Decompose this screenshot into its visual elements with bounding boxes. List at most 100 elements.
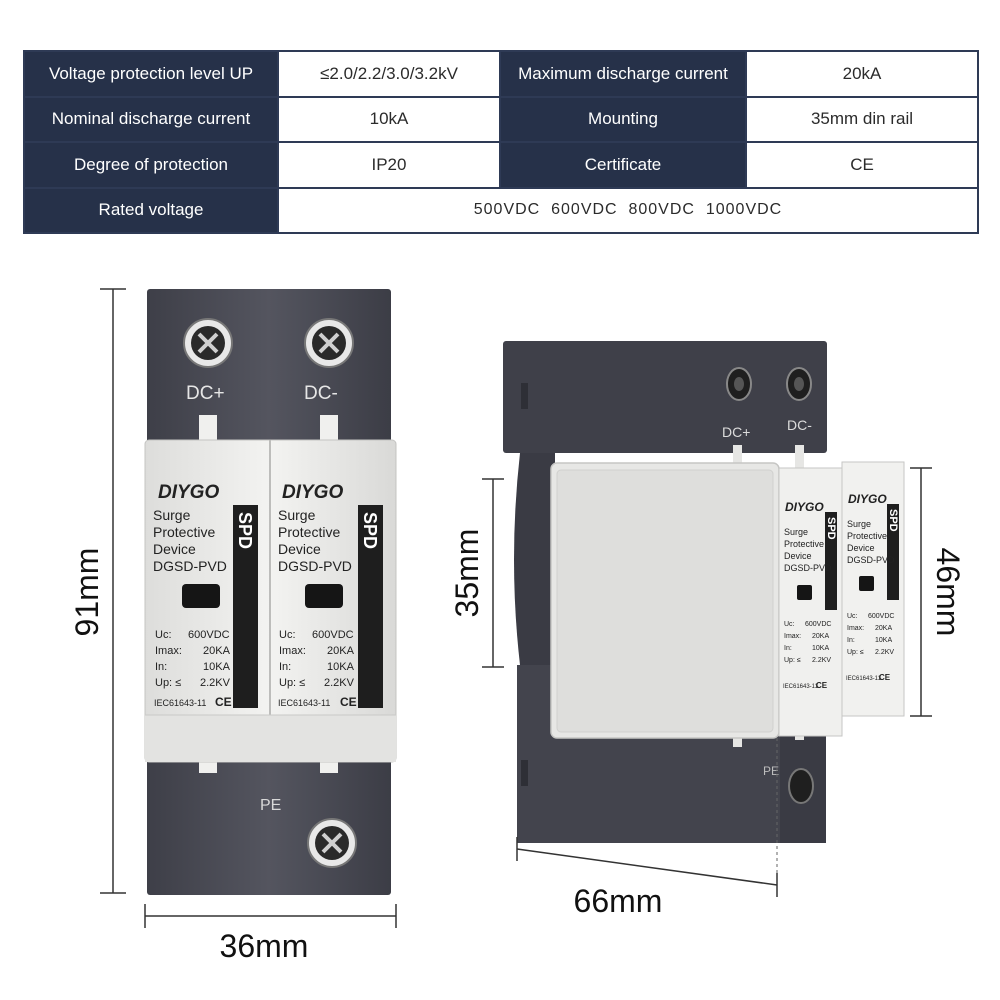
- label-line1: Surge: [153, 507, 191, 523]
- ce-mark: CE: [879, 673, 891, 682]
- side-top-housing: [503, 341, 827, 453]
- standard-label: IEC61643-11: [278, 698, 330, 708]
- label-line1: Surge: [784, 527, 808, 537]
- up-label: Up: ≤: [847, 649, 864, 656]
- brand-logo: DIYGO: [282, 482, 343, 503]
- label-line2: Protective: [278, 524, 340, 540]
- spec-value: CE: [745, 141, 979, 189]
- standard-label: IEC61643-11: [154, 698, 206, 708]
- in-value: 10KA: [875, 637, 892, 644]
- imax-label: Imax:: [784, 633, 801, 640]
- module-pole-1: DIYGO SPD Surge Protective Device DGSD-P…: [153, 482, 258, 709]
- spec-row: Rated voltage 500VDC 600VDC 800VDC 1000V…: [23, 186, 979, 234]
- uc-value: 600VDC: [188, 629, 230, 641]
- uc-value: 600VDC: [312, 629, 354, 641]
- height-label: 91mm: [69, 548, 105, 637]
- spec-value: 20kA: [745, 50, 979, 98]
- imax-label: Imax:: [279, 645, 306, 657]
- up-label: Up: ≤: [784, 657, 801, 664]
- ce-mark: CE: [340, 695, 357, 709]
- screw-icon: [304, 318, 354, 368]
- rail-label: 35mm: [449, 529, 485, 618]
- screw-icon: [183, 318, 233, 368]
- status-window: [797, 585, 812, 600]
- ce-mark: CE: [215, 695, 232, 709]
- brand-logo: DIYGO: [785, 500, 824, 514]
- in-label: In:: [279, 661, 291, 673]
- label-line2: Protective: [784, 539, 824, 549]
- label-line2: Protective: [153, 524, 215, 540]
- screw-icon: [726, 367, 752, 401]
- up-label: Up: ≤: [155, 677, 181, 689]
- ce-mark: CE: [816, 681, 828, 690]
- spec-row: Nominal discharge current 10kA Mounting …: [23, 95, 979, 143]
- spec-value: ≤2.0/2.2/3.0/3.2kV: [277, 50, 501, 98]
- status-window: [182, 584, 220, 608]
- in-value: 10KA: [327, 661, 355, 673]
- front-view: DC+ DC- PE DIYGO SPD Surge Protective De…: [144, 289, 397, 895]
- standard-label: IEC61643-11: [846, 676, 882, 682]
- label-line3: Device: [153, 541, 196, 557]
- side-terminal-minus-label: DC-: [787, 417, 812, 433]
- uc-label: Uc:: [155, 629, 172, 641]
- in-value: 10KA: [203, 661, 231, 673]
- spec-table: Voltage protection level UP ≤2.0/2.2/3.0…: [23, 50, 979, 234]
- label-line1: Surge: [278, 507, 316, 523]
- brand-logo: DIYGO: [158, 482, 219, 503]
- up-value: 2.2KV: [324, 677, 355, 689]
- up-value: 2.2KV: [812, 657, 831, 664]
- imax-label: Imax:: [847, 625, 864, 632]
- imax-label: Imax:: [155, 645, 182, 657]
- side-pe-label: PE: [763, 764, 779, 778]
- label-line1: Surge: [847, 519, 871, 529]
- side-view: DC+ DC- PE DIYGO SPD Surge Protective De…: [503, 341, 905, 843]
- spd-tag: SPD: [360, 512, 380, 549]
- front-height-label: 46mm: [930, 548, 966, 637]
- uc-value: 600VDC: [805, 621, 831, 628]
- spd-tag: SPD: [235, 512, 255, 549]
- side-terminal-plus-label: DC+: [722, 424, 750, 440]
- model-label: DGSD-PVD: [784, 563, 832, 573]
- imax-value: 20KA: [875, 625, 892, 632]
- module-pole-2: DIYGO SPD Surge Protective Device DGSD-P…: [278, 482, 383, 709]
- dimension-front-height: 46mm: [910, 467, 966, 717]
- uc-value: 600VDC: [868, 613, 894, 620]
- status-window: [305, 584, 343, 608]
- spec-value: 500VDC 600VDC 800VDC 1000VDC: [277, 186, 979, 234]
- side-bottom-housing: [517, 665, 826, 843]
- pe-label: PE: [260, 797, 281, 814]
- spec-key: Certificate: [499, 141, 747, 189]
- imax-value: 20KA: [203, 645, 231, 657]
- uc-label: Uc:: [279, 629, 296, 641]
- spec-row: Degree of protection IP20 Certificate CE: [23, 141, 979, 189]
- imax-value: 20KA: [327, 645, 355, 657]
- spec-key: Voltage protection level UP: [23, 50, 279, 98]
- spec-key: Nominal discharge current: [23, 95, 279, 143]
- imax-value: 20KA: [812, 633, 829, 640]
- depth-label: 66mm: [574, 883, 663, 919]
- spec-row: Voltage protection level UP ≤2.0/2.2/3.0…: [23, 50, 979, 98]
- up-value: 2.2KV: [200, 677, 231, 689]
- dimension-height: 91mm: [69, 288, 126, 894]
- in-label: In:: [784, 645, 792, 652]
- spec-key: Maximum discharge current: [499, 50, 747, 98]
- spec-key: Degree of protection: [23, 141, 279, 189]
- spd-strip: [233, 505, 258, 708]
- spec-key: Rated voltage: [23, 186, 279, 234]
- dimension-rail: 35mm: [449, 478, 504, 668]
- brand-logo: DIYGO: [848, 492, 887, 506]
- module-foot: [145, 715, 396, 762]
- spec-value: 35mm din rail: [745, 95, 979, 143]
- dimension-depth: 66mm: [516, 738, 778, 919]
- spd-tag: SPD: [887, 509, 899, 532]
- spd-tag: SPD: [825, 517, 837, 540]
- terminal-plus-label: DC+: [186, 383, 225, 404]
- uc-label: Uc:: [847, 613, 858, 620]
- uc-label: Uc:: [784, 621, 795, 628]
- label-line3: Device: [278, 541, 321, 557]
- status-window: [859, 576, 874, 591]
- screw-icon: [788, 768, 814, 804]
- terminal-minus-label: DC-: [304, 383, 338, 404]
- top-housing: [147, 289, 391, 449]
